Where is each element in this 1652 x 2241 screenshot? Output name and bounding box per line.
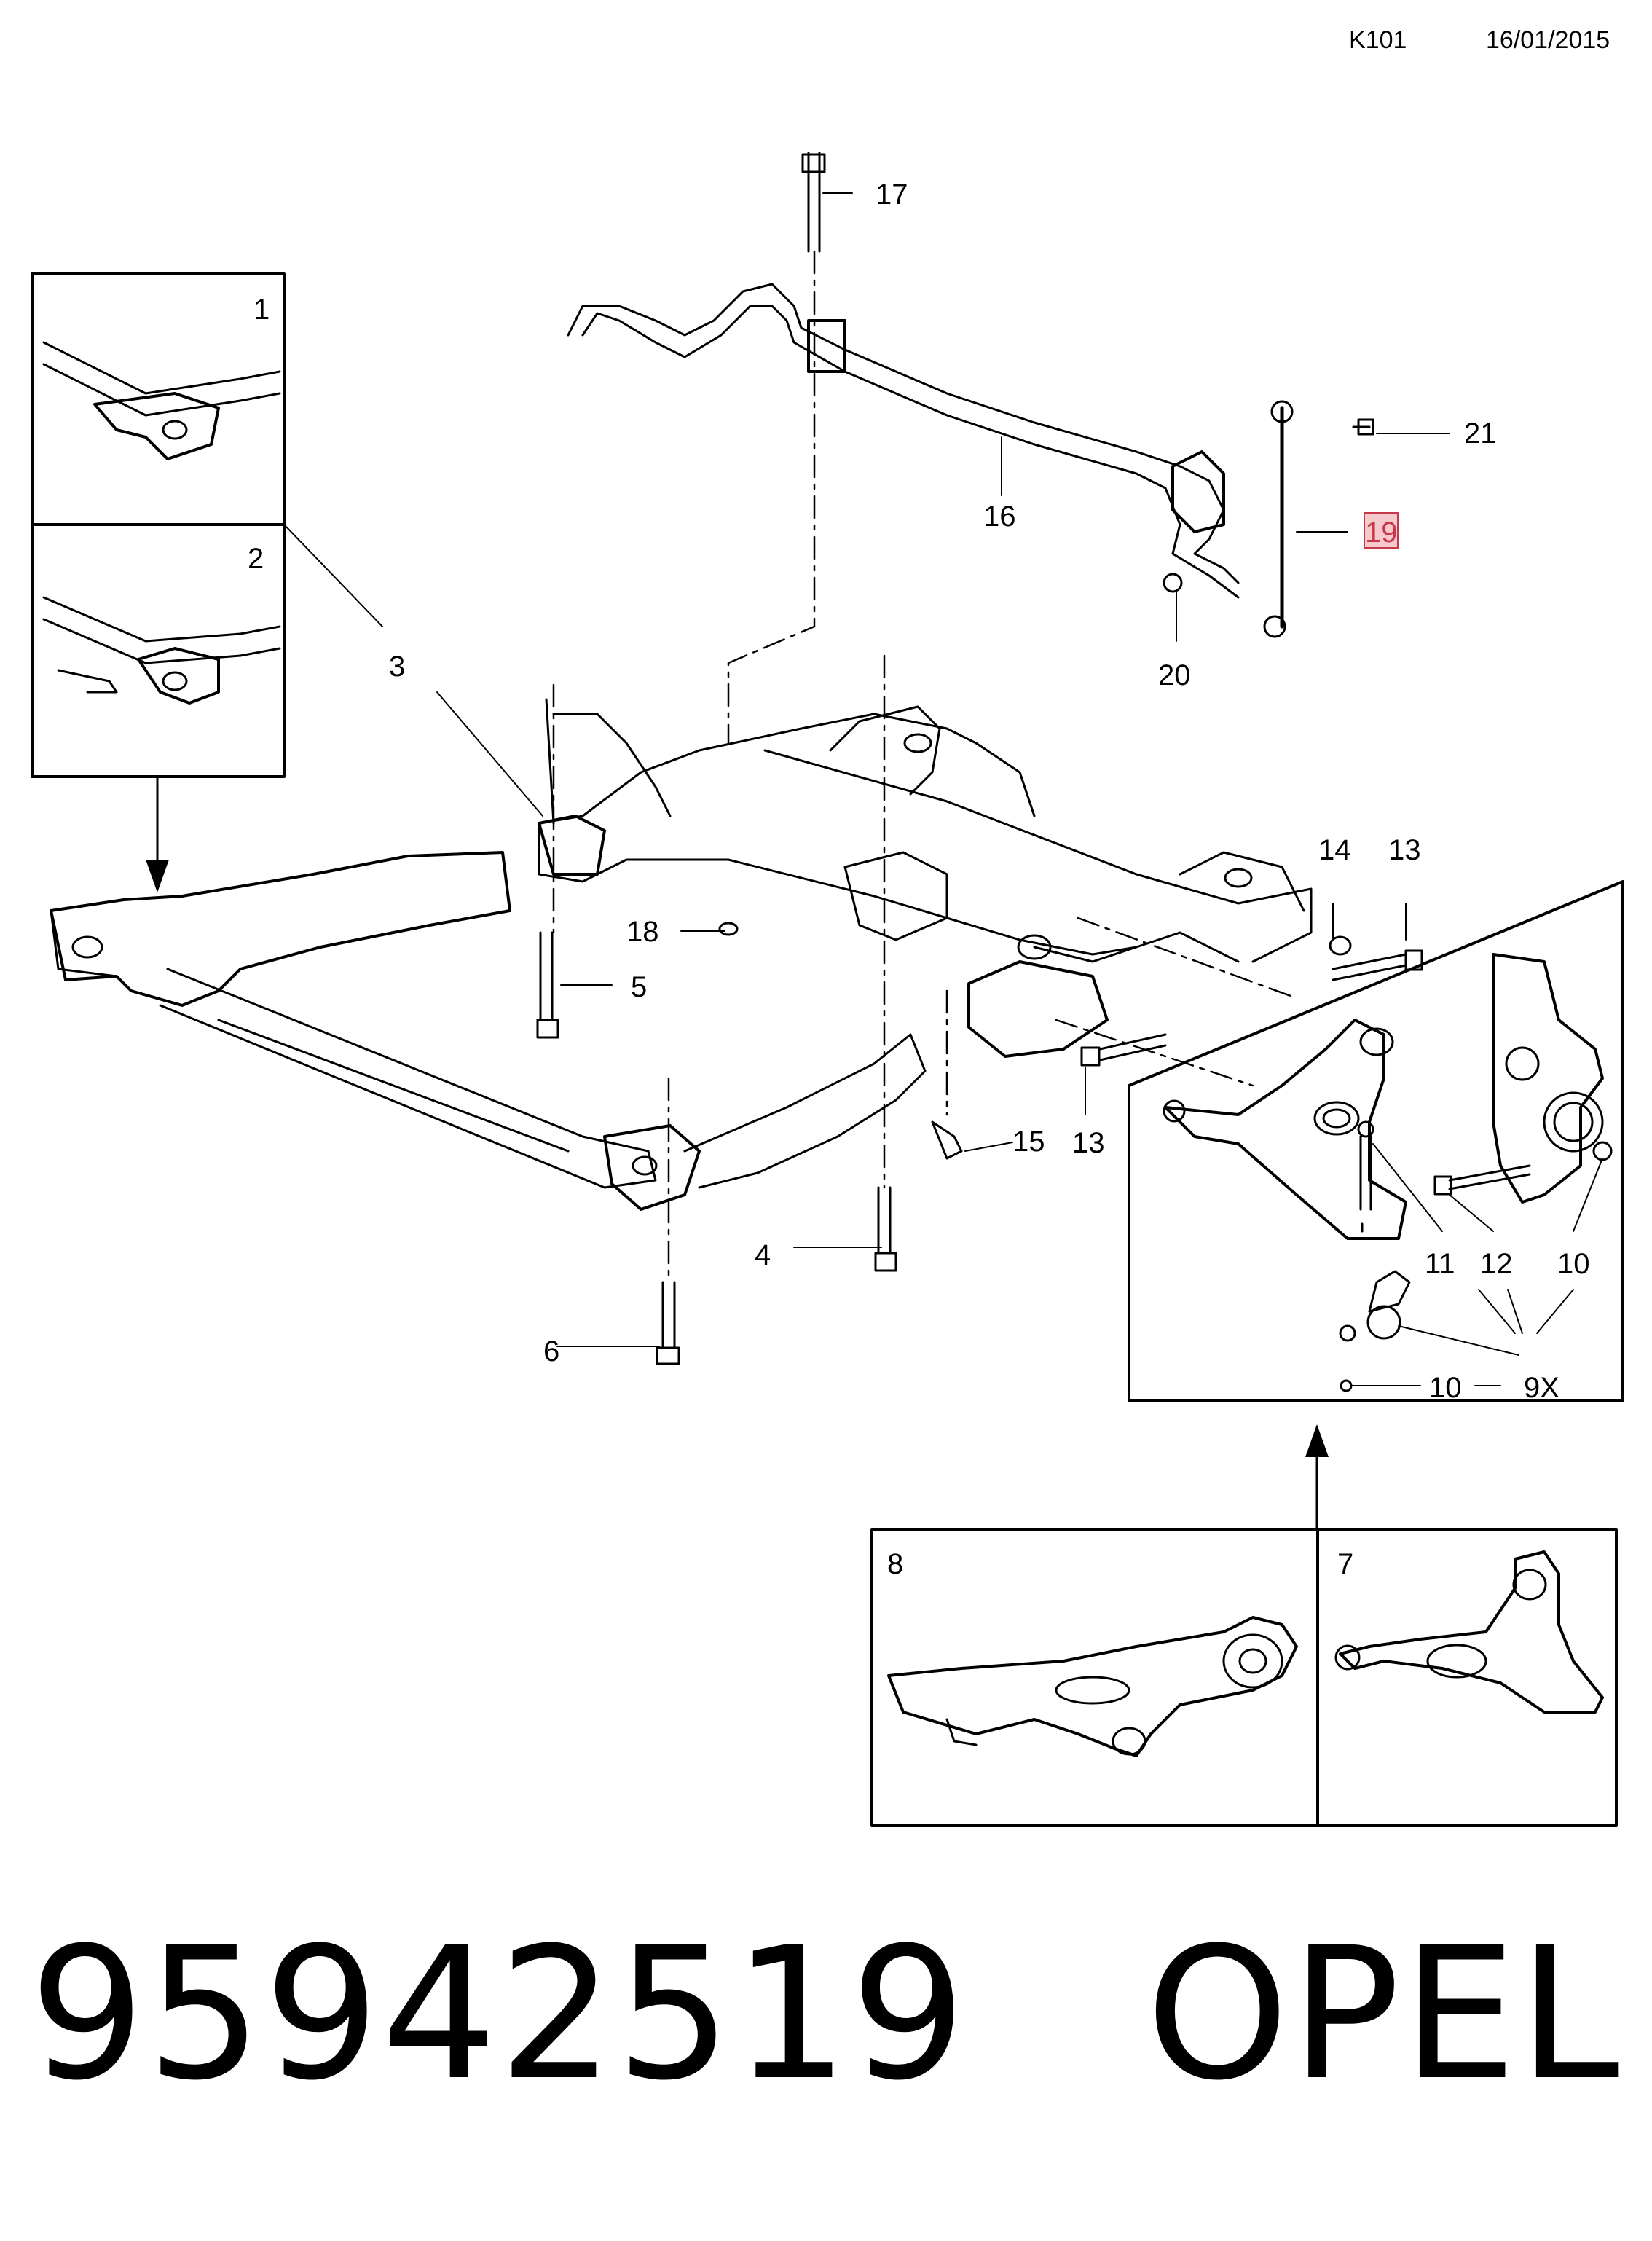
callout-8: 8 xyxy=(887,1548,903,1580)
diagram-code: K101 xyxy=(1349,26,1407,54)
callout-13-upper: 13 xyxy=(1388,834,1421,866)
callout-16: 16 xyxy=(983,501,1016,533)
callout-21: 21 xyxy=(1464,417,1497,450)
brand-name: OPEL xyxy=(1145,1908,1621,2120)
fasteners-drawing xyxy=(536,152,1423,1365)
callout-4: 4 xyxy=(755,1239,771,1271)
callout-2: 2 xyxy=(248,543,264,575)
callout-labels: 1 2 3 4 5 6 7 8 9X 10 10 11 12 13 13 14 … xyxy=(248,178,1590,1580)
callout-12: 12 xyxy=(1480,1248,1513,1280)
callout-10-lower: 10 xyxy=(1429,1372,1462,1404)
part-number: 95942519 xyxy=(29,1908,968,2120)
footer-part-info: 95942519 OPEL xyxy=(29,1923,1621,2105)
callout-1: 1 xyxy=(253,294,270,326)
callout-6: 6 xyxy=(543,1335,559,1367)
callout-15: 15 xyxy=(1012,1126,1045,1158)
callout-7: 7 xyxy=(1337,1548,1353,1580)
stabilizer-bar-drawing xyxy=(567,283,1294,638)
inset-detail-1-2 xyxy=(31,272,286,778)
callout-18: 18 xyxy=(626,916,659,948)
diagram-date: 16/01/2015 xyxy=(1486,26,1610,54)
callout-19: 19 xyxy=(1365,517,1398,549)
callout-17: 17 xyxy=(876,178,908,211)
callout-9x: 9X xyxy=(1524,1372,1559,1404)
callout-3: 3 xyxy=(389,651,405,683)
callout-20: 20 xyxy=(1158,659,1191,691)
callout-10-upper: 10 xyxy=(1557,1248,1590,1280)
callout-5: 5 xyxy=(631,971,647,1003)
callout-14: 14 xyxy=(1318,834,1351,866)
callout-13-lower: 13 xyxy=(1072,1127,1105,1159)
variant-boxes-7-8 xyxy=(870,1528,1618,1827)
callout-11: 11 xyxy=(1425,1248,1455,1280)
control-arm-detail-box xyxy=(1128,880,1624,1402)
